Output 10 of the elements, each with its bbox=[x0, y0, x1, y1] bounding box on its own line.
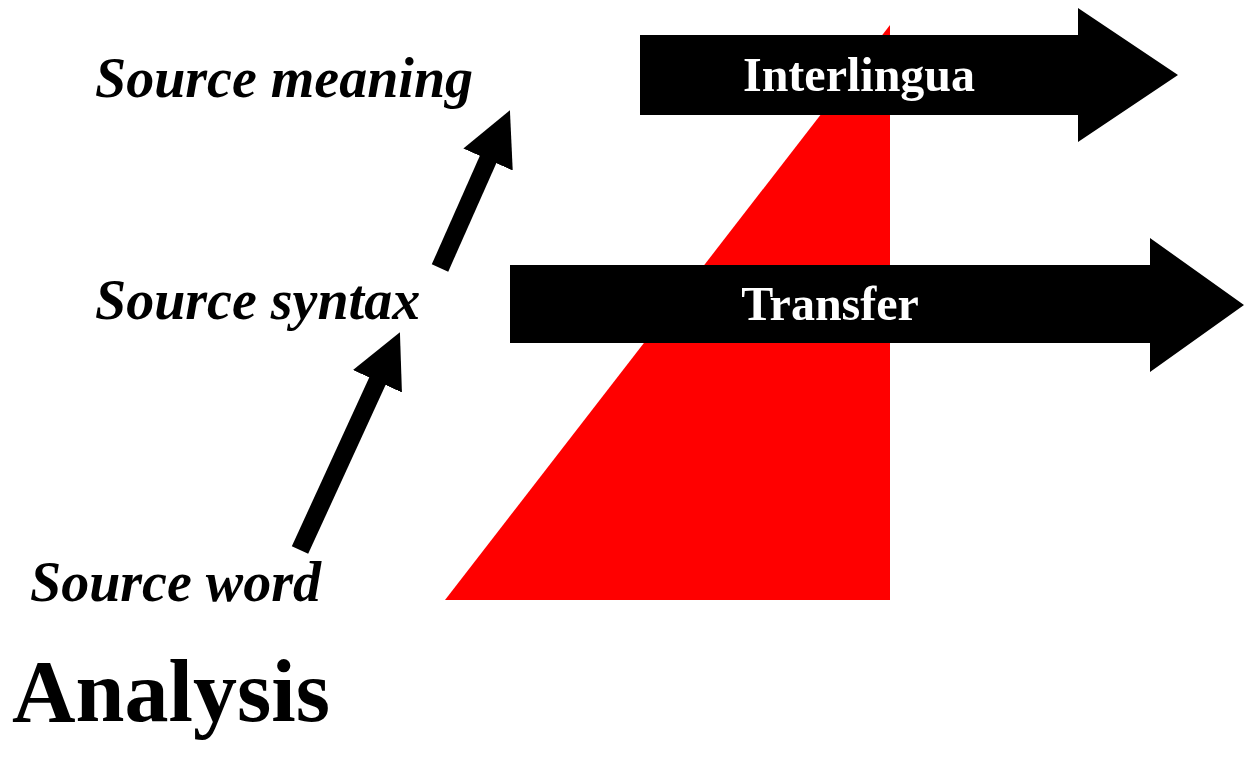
arrow bbox=[431, 110, 513, 272]
level-label: Source meaning bbox=[95, 46, 474, 110]
arrow-label: Interlingua bbox=[742, 47, 976, 103]
arrow-label: Transfer bbox=[740, 276, 920, 332]
arrow bbox=[291, 332, 402, 554]
block-arrow bbox=[640, 8, 1178, 142]
level-label: Source word bbox=[30, 550, 321, 614]
heading-text: Analysis bbox=[12, 642, 330, 742]
block-arrow bbox=[510, 238, 1244, 372]
level-label: Source syntax bbox=[95, 268, 421, 332]
